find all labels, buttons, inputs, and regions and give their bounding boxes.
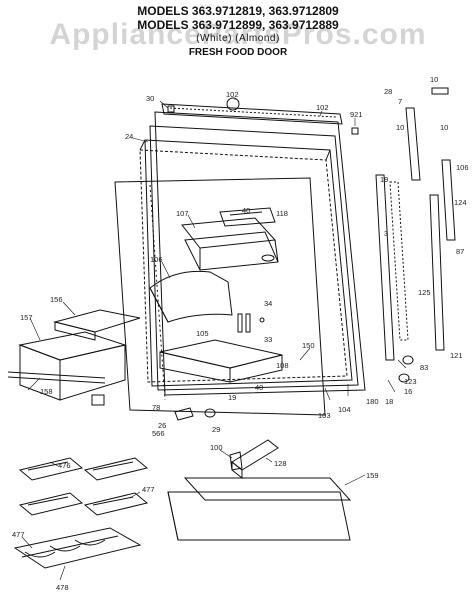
door-liner	[114, 177, 326, 416]
label-128: 128	[274, 459, 287, 468]
label-78: 78	[152, 403, 160, 412]
label-19: 19	[380, 175, 388, 184]
label-150: 150	[302, 341, 315, 350]
label-103: 103	[318, 411, 331, 420]
label-40-a: 40	[242, 206, 250, 215]
section-title: FRESH FOOD DOOR	[188, 47, 288, 58]
egg-rack	[13, 527, 142, 569]
bracket-and-cover	[229, 439, 279, 480]
top-hinge	[167, 87, 449, 135]
label-83: 83	[420, 363, 428, 372]
label-106-b: 106	[150, 255, 163, 264]
label-100: 100	[210, 443, 223, 452]
label-26: 26	[158, 421, 166, 430]
label-180: 180	[366, 397, 379, 406]
dairy-compartment	[181, 217, 279, 271]
bottom-bin	[167, 477, 352, 541]
small-trays	[18, 457, 149, 516]
label-106-a: 106	[456, 163, 469, 172]
half-shelf	[149, 270, 233, 323]
label-18: 18	[385, 397, 393, 406]
leader-lines	[21, 98, 407, 581]
bottom-hinge-parts	[398, 355, 414, 383]
color-line: (White) (Almond)	[196, 33, 280, 44]
dairy-door	[219, 207, 276, 227]
label-478: 478	[56, 583, 69, 592]
label-157: 157	[20, 313, 33, 322]
label-7: 7	[398, 97, 402, 106]
label-125: 125	[418, 288, 431, 297]
label-123: 123	[404, 377, 417, 386]
label-158: 158	[40, 387, 53, 396]
label-121: 121	[450, 351, 463, 360]
label-921: 921	[350, 110, 363, 119]
label-30: 30	[146, 94, 154, 103]
door-frame	[139, 111, 366, 396]
label-16: 16	[404, 387, 412, 396]
shelf-clips	[237, 313, 265, 333]
small-clips	[174, 407, 216, 421]
label-10-c: 10	[440, 123, 448, 132]
label-102-a: 102	[226, 90, 239, 99]
part-labels: 30 102 102 921 10 7 10 10 24 106 19 107 …	[12, 75, 469, 592]
label-34: 34	[264, 299, 272, 308]
label-107: 107	[176, 209, 189, 218]
label-124: 124	[454, 198, 467, 207]
label-477-b: 477	[12, 530, 25, 539]
label-105: 105	[196, 329, 209, 338]
label-24: 24	[125, 132, 133, 141]
label-159: 159	[366, 471, 379, 480]
label-118: 118	[276, 209, 288, 218]
label-19-b: 19	[228, 393, 236, 402]
left-bin-assembly	[7, 309, 141, 406]
models-title-line-1: MODELS 363.9712819, 363.9712809	[137, 4, 339, 18]
label-10-b: 10	[396, 123, 404, 132]
label-10-a: 10	[430, 75, 438, 84]
label-104: 104	[338, 405, 351, 414]
hinge-strips	[375, 107, 456, 361]
label-87: 87	[456, 247, 464, 256]
label-40-b: 40	[255, 383, 263, 392]
door-top-trim	[161, 103, 343, 125]
label-28: 28	[384, 87, 392, 96]
label-3: 3	[384, 229, 388, 238]
label-477-a: 477	[142, 485, 155, 494]
models-title-line-2: MODELS 363.9712899, 363.9712889	[137, 18, 339, 32]
label-476: 476	[58, 461, 71, 470]
label-102-b: 102	[316, 103, 329, 112]
label-33: 33	[264, 335, 272, 344]
label-156: 156	[50, 295, 63, 304]
label-29: 29	[212, 425, 220, 434]
label-566: 566	[152, 429, 165, 438]
lower-door-shelf	[159, 339, 283, 383]
label-108: 108	[276, 361, 289, 370]
